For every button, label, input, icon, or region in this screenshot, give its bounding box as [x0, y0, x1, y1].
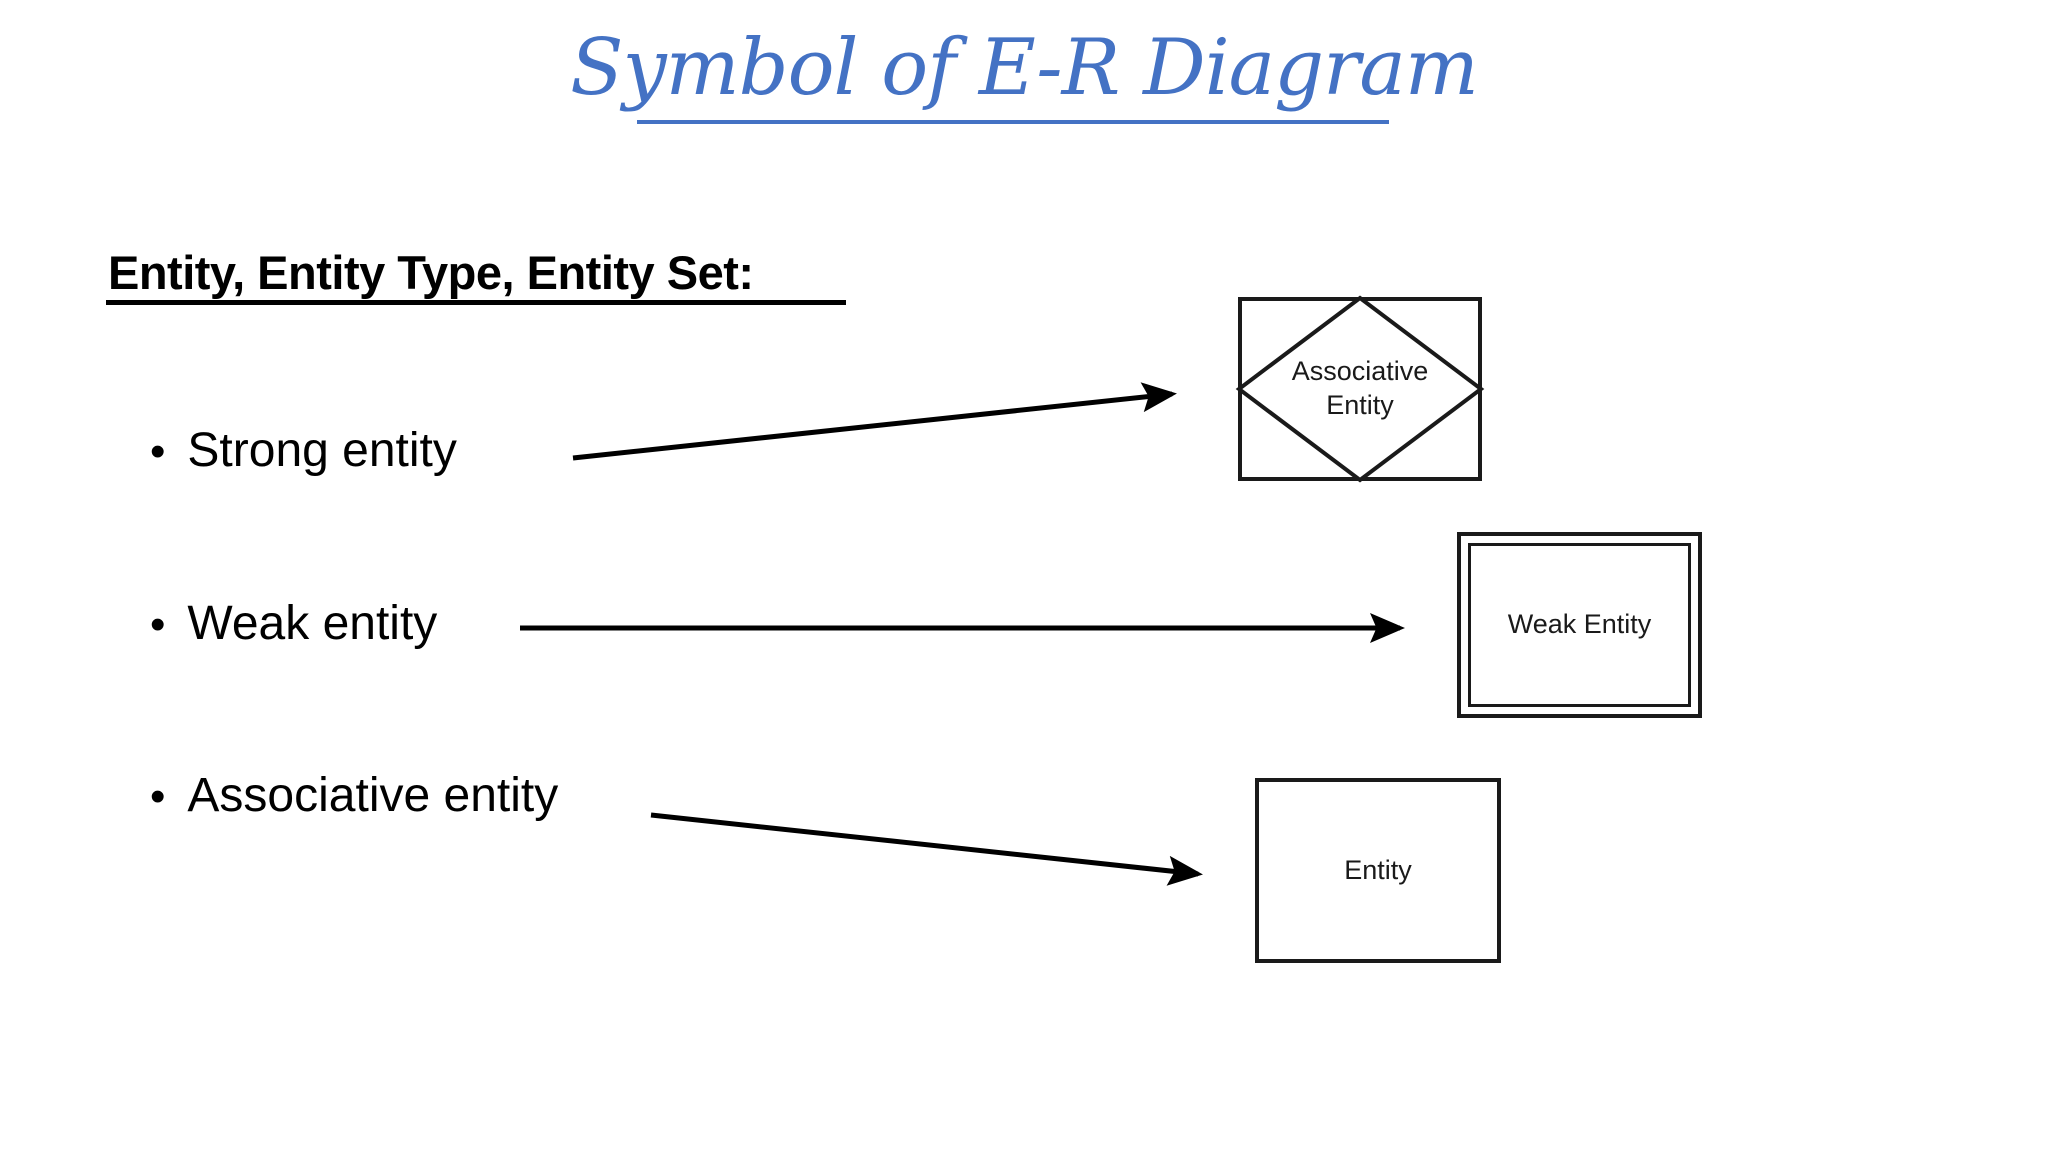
shape-entity[interactable]: Entity: [1255, 778, 1501, 963]
section-heading-underline: [106, 300, 846, 305]
title-underline: [637, 120, 1389, 124]
bullet-marker-icon: •: [150, 600, 166, 649]
shape-label: Entity: [1344, 854, 1412, 885]
shape-label-line-1: Associative: [1291, 356, 1429, 387]
page-title: Symbol of E-R Diagram: [570, 23, 1479, 113]
list-item-associative-entity: • Associative entity: [150, 772, 558, 820]
shape-label-line-2: Entity: [1326, 390, 1394, 420]
connector-strong-entity: [572, 382, 1177, 461]
shape-weak-entity[interactable]: Weak Entity: [1457, 532, 1702, 718]
shape-label: Associative Entity: [1292, 355, 1429, 423]
section-heading: Entity, Entity Type, Entity Set:: [108, 246, 754, 299]
weak-entity-inner-border: Weak Entity: [1468, 543, 1691, 707]
list-item-label: Weak entity: [187, 597, 438, 650]
list-item-label: Associative entity: [187, 769, 559, 822]
bullet-marker-icon: •: [150, 772, 166, 821]
bullet-marker-icon: •: [150, 427, 166, 476]
diamond-icon: [1235, 295, 1485, 483]
connector-associative-entity: [650, 812, 1203, 886]
list-item-weak-entity: • Weak entity: [150, 600, 437, 648]
list-item-strong-entity: • Strong entity: [150, 427, 457, 475]
shape-label: Weak Entity: [1507, 609, 1652, 640]
shape-associative-entity[interactable]: Associative Entity: [1235, 295, 1485, 483]
list-item-label: Strong entity: [187, 424, 457, 477]
